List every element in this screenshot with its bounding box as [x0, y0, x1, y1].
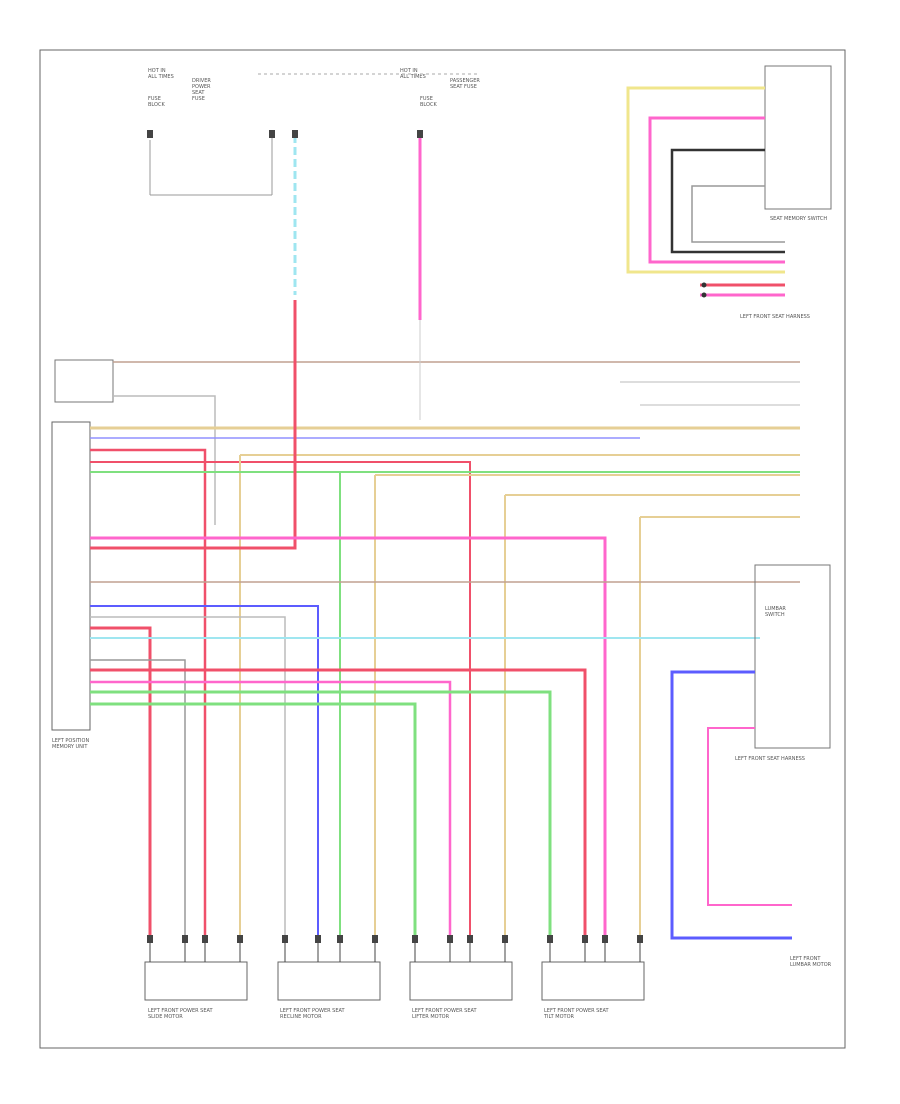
connector-marks [147, 130, 643, 943]
motor-box-b [277, 961, 381, 1001]
splice-1 [701, 282, 707, 288]
wire-blue-motor-b [90, 605, 319, 935]
seat-memory-switch-box [764, 65, 832, 210]
wire-green-motor-c [90, 702, 417, 935]
wire-pink-memory [648, 116, 785, 264]
seat-memory-switch-label: SEAT MEMORY SWITCH [770, 216, 827, 222]
position-switch-box [54, 359, 114, 403]
diagram-border [39, 49, 846, 1049]
wire-pink-lumbar [707, 727, 792, 906]
wire-gray-motor-b [90, 616, 286, 935]
wire-pink-motor-d [90, 536, 607, 935]
wire-red-motor-a-2 [90, 626, 152, 935]
wire-red-motor-a [90, 448, 207, 935]
lumbar-switch-box [754, 564, 831, 749]
left-front-seat-harness-right: LEFT FRONT SEAT HARNESS [735, 756, 805, 762]
motor-box-d [541, 961, 645, 1001]
wire-blue-lumbar [670, 670, 792, 940]
wire-red-motor-c [90, 461, 471, 935]
wire-gray-switch [113, 395, 216, 525]
wire-yellow-memory [626, 86, 785, 274]
motor-drop-lines [149, 943, 641, 962]
left-front-seat-harness-label: LEFT FRONT SEAT HARNESS [740, 314, 810, 320]
wire-green-motor-d [90, 690, 552, 935]
wire-gray-memory [691, 185, 785, 243]
left-control-unit [51, 421, 91, 731]
wire-red-main [90, 300, 297, 550]
wire-red-motor-d [90, 668, 587, 935]
motor-box-a [144, 961, 248, 1001]
wire-gray-motor-a [90, 659, 186, 935]
wire-black-memory [670, 148, 785, 254]
motor-box-c [409, 961, 513, 1001]
splice-2 [701, 292, 707, 298]
wire-pink-motor-c [90, 680, 452, 935]
